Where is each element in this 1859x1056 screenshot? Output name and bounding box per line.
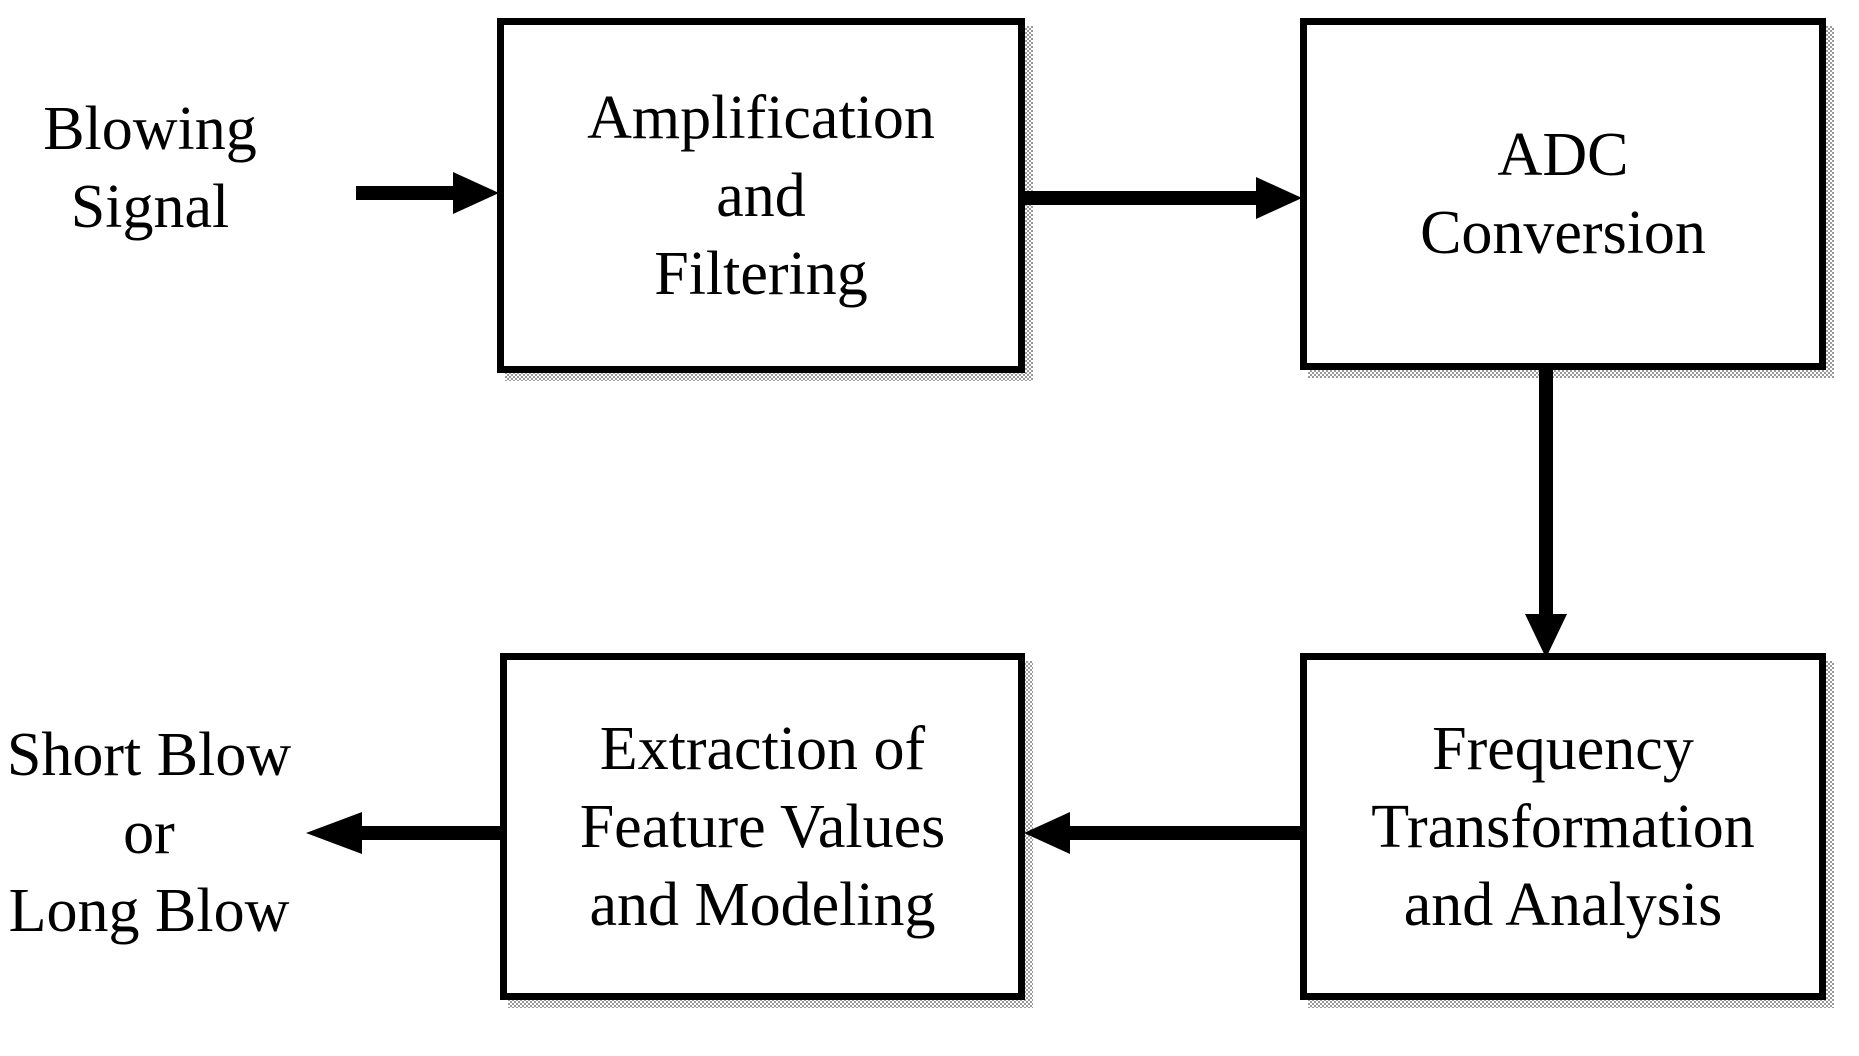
connector-input-to-amplification [356, 172, 501, 214]
arrow-left-icon [1024, 812, 1304, 854]
node-frequency-transformation-and-analysis[interactable]: Frequency Transformation and Analysis [1300, 653, 1826, 1000]
connector-adc-to-frequency [1525, 368, 1567, 658]
node-extraction-of-feature-values-and-modeling[interactable]: Extraction of Feature Values and Modelin… [500, 653, 1025, 1000]
arrow-left-icon [306, 812, 505, 854]
connector-extraction-to-output [300, 812, 505, 854]
node-amplification-and-filtering[interactable]: Amplification and Filtering [497, 18, 1025, 373]
node-adc-conversion-label: ADC Conversion [1420, 121, 1706, 267]
node-extraction-of-feature-values-and-modeling-label: Extraction of Feature Values and Modelin… [579, 714, 946, 939]
input-label: Blowing Signal [43, 95, 257, 241]
arrow-right-icon [356, 172, 499, 214]
connector-amplification-to-adc [1022, 177, 1304, 219]
node-adc-conversion[interactable]: ADC Conversion [1300, 18, 1826, 370]
node-amplification-and-filtering-label: Amplification and Filtering [587, 83, 935, 308]
node-frequency-transformation-and-analysis-label: Frequency Transformation and Analysis [1371, 714, 1755, 939]
arrow-right-icon [1022, 177, 1302, 219]
arrow-down-icon [1525, 368, 1567, 658]
connector-frequency-to-extraction [1022, 812, 1304, 854]
output-label: Short Blow or Long Blow [6, 721, 292, 945]
